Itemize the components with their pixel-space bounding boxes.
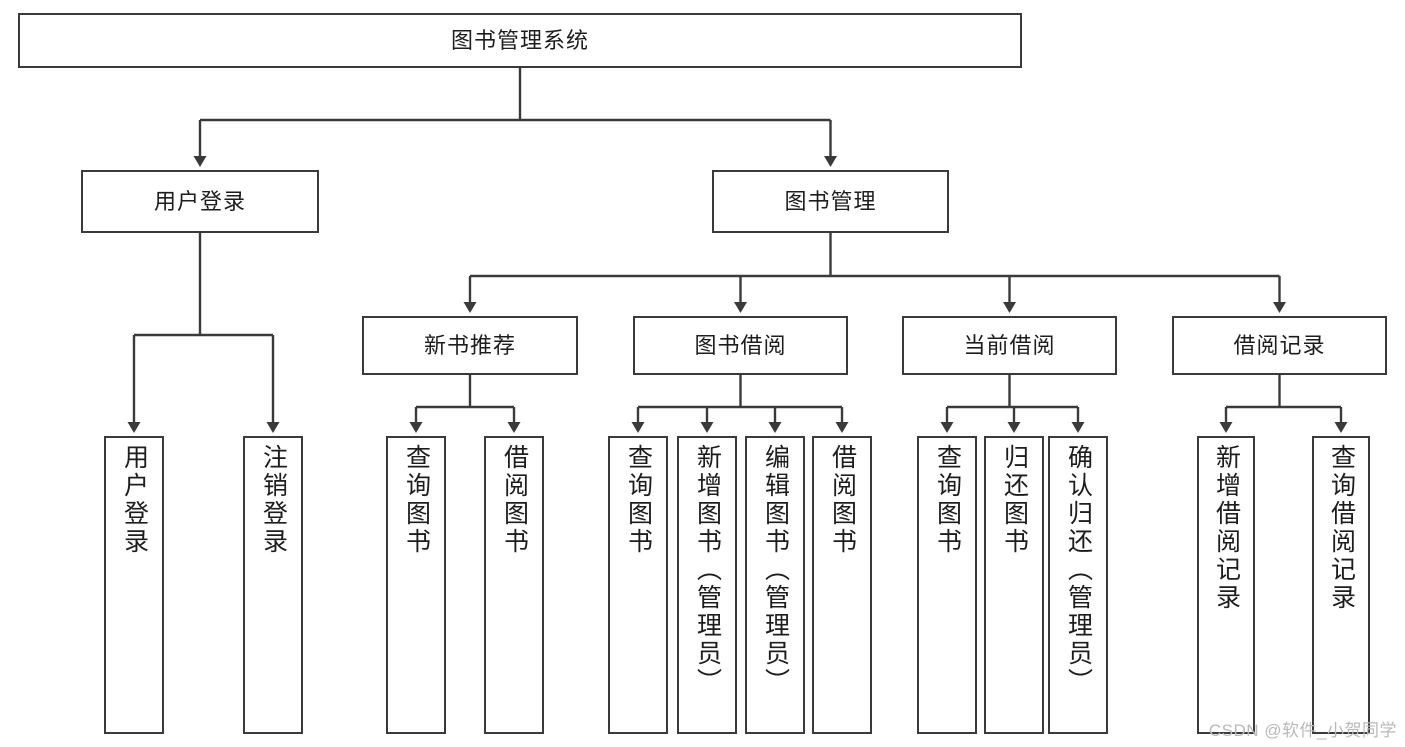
leaf-query-book-borrow-label: 查询图书 <box>624 444 653 556</box>
leaf-borrow-book-label: 借阅图书 <box>828 444 857 556</box>
node-book-borrow[interactable]: 图书借阅 <box>633 316 848 375</box>
node-new-book-recommend[interactable]: 新书推荐 <box>362 316 578 375</box>
leaf-query-book-current-label: 查询图书 <box>933 444 962 556</box>
leaf-borrow-book[interactable]: 借阅图书 <box>812 436 872 734</box>
leaf-query-borrow-record-label: 查询借阅记录 <box>1327 444 1356 612</box>
leaf-user-login[interactable]: 用户登录 <box>104 436 164 734</box>
node-user-login-label: 用户登录 <box>153 188 246 214</box>
leaf-user-login-label: 用户登录 <box>120 444 149 556</box>
leaf-add-borrow-record-label: 新增借阅记录 <box>1212 444 1241 612</box>
leaf-query-book-rec[interactable]: 查询图书 <box>386 436 446 734</box>
node-root[interactable]: 图书管理系统 <box>18 13 1022 68</box>
node-user-login[interactable]: 用户登录 <box>81 170 319 233</box>
leaf-logout-login-label: 注销登录 <box>259 444 288 556</box>
leaf-borrow-book-rec[interactable]: 借阅图书 <box>484 436 544 734</box>
leaf-add-book-admin[interactable]: 新增图书（管理员） <box>677 436 737 734</box>
node-current-borrow-label: 当前借阅 <box>963 332 1056 358</box>
leaf-edit-book-admin-label: 编辑图书（管理员） <box>761 444 790 696</box>
node-book-management[interactable]: 图书管理 <box>712 170 949 233</box>
node-current-borrow[interactable]: 当前借阅 <box>902 316 1117 375</box>
node-book-borrow-label: 图书借阅 <box>694 332 787 358</box>
leaf-query-borrow-record[interactable]: 查询借阅记录 <box>1312 436 1370 734</box>
leaf-logout-login[interactable]: 注销登录 <box>243 436 303 734</box>
node-borrow-record-label: 借阅记录 <box>1233 332 1326 358</box>
leaf-query-book-borrow[interactable]: 查询图书 <box>608 436 668 734</box>
leaf-borrow-book-rec-label: 借阅图书 <box>500 444 529 556</box>
node-new-book-recommend-label: 新书推荐 <box>423 332 516 358</box>
leaf-query-book-rec-label: 查询图书 <box>402 444 431 556</box>
leaf-return-book-label: 归还图书 <box>1000 444 1029 556</box>
leaf-return-book[interactable]: 归还图书 <box>984 436 1044 734</box>
node-borrow-record[interactable]: 借阅记录 <box>1172 316 1387 375</box>
leaf-edit-book-admin[interactable]: 编辑图书（管理员） <box>745 436 805 734</box>
node-root-label: 图书管理系统 <box>450 27 589 53</box>
leaf-add-borrow-record[interactable]: 新增借阅记录 <box>1197 436 1255 734</box>
leaf-confirm-return-admin-label: 确认归还（管理员） <box>1064 444 1093 696</box>
leaf-query-book-current[interactable]: 查询图书 <box>917 436 977 734</box>
leaf-confirm-return-admin[interactable]: 确认归还（管理员） <box>1048 436 1108 734</box>
leaf-add-book-admin-label: 新增图书（管理员） <box>693 444 722 696</box>
node-book-management-label: 图书管理 <box>784 188 877 214</box>
csdn-watermark: CSDN @软件_小贺同学 <box>1208 721 1397 740</box>
